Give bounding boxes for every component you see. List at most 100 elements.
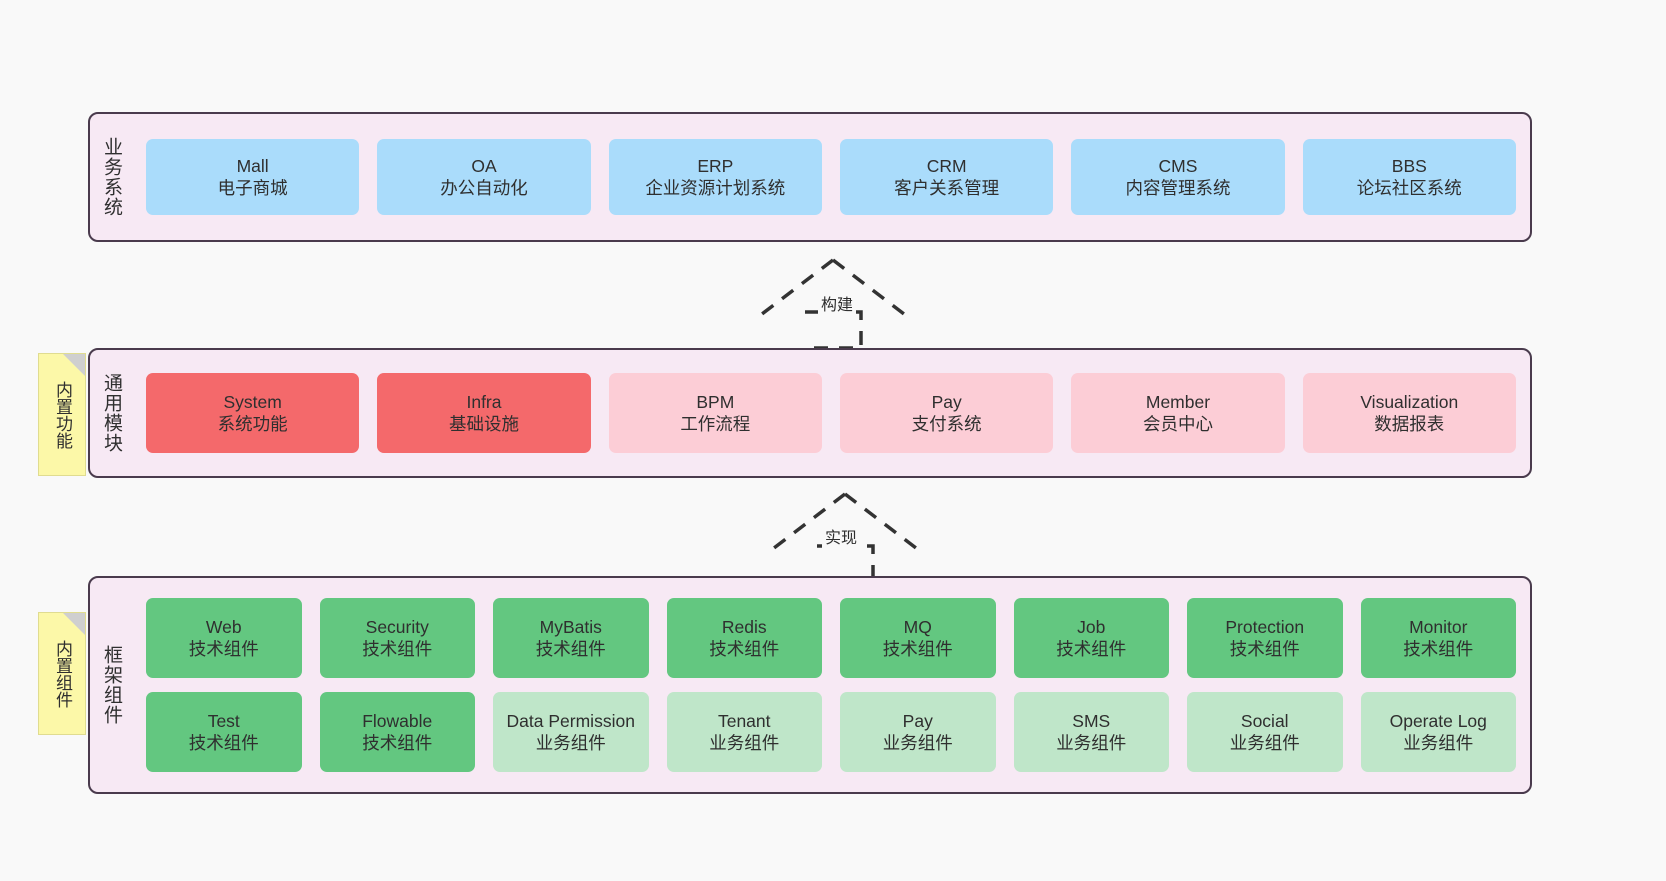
row-tech-components: Web 技术组件 Security 技术组件 MyBatis 技术组件 Redi… [146,598,1516,678]
node-crm[interactable]: CRM 客户关系管理 [839,139,1054,215]
row-business-systems: Mall 电子商城 OA 办公自动化 ERP 企业资源计划系统 CRM 客户关系… [146,139,1516,215]
node-bpm-cn: 工作流程 [680,414,751,434]
node-protection-en: Protection [1225,616,1305,637]
node-mq[interactable]: MQ 技术组件 [840,598,996,678]
node-monitor[interactable]: Monitor 技术组件 [1360,598,1516,678]
node-bpm[interactable]: BPM 工作流程 [608,373,822,453]
node-pay-component[interactable]: Pay 业务组件 [840,692,996,772]
node-oa-cn: 办公自动化 [440,178,528,198]
node-bpm-en: BPM [696,391,735,412]
node-operate-log-cn: 业务组件 [1403,733,1474,753]
node-oa[interactable]: OA 办公自动化 [377,139,591,215]
node-flowable-en: Flowable [362,710,433,731]
note-builtin-components-label: 内置组件 [53,639,73,708]
node-crm-en: CRM [926,155,967,176]
node-pay-component-cn: 业务组件 [882,733,953,753]
node-redis-cn: 技术组件 [709,639,780,659]
node-mybatis-en: MyBatis [539,616,602,637]
node-monitor-en: Monitor [1409,616,1468,637]
node-bbs[interactable]: BBS 论坛社区系统 [1302,139,1516,215]
node-infra[interactable]: Infra 基础设施 [377,373,591,453]
note-builtin-features: 内置功能 [38,353,86,476]
node-web[interactable]: Web 技术组件 [146,598,302,678]
layer-common-module: 通用模块 System 系统功能 Infra 基础设施 BPM 工作流程 Pay… [88,348,1532,478]
node-data-permission[interactable]: Data Permission 业务组件 [493,692,649,772]
layer-title-framework-component: 框架组件 [100,645,122,725]
node-system-en: System [223,391,282,412]
node-redis[interactable]: Redis 技术组件 [666,598,822,678]
node-bbs-cn: 论坛社区系统 [1356,178,1462,198]
node-sms-cn: 业务组件 [1056,733,1127,753]
node-sms[interactable]: SMS 业务组件 [1013,692,1169,772]
layer-framework-component: 框架组件 Web 技术组件 Security 技术组件 MyBatis 技术组件… [88,576,1532,794]
node-oa-en: OA [471,155,497,176]
node-flowable-cn: 技术组件 [362,733,433,753]
node-visualization[interactable]: Visualization 数据报表 [1302,373,1516,453]
node-protection[interactable]: Protection 技术组件 [1187,598,1343,678]
node-visualization-en: Visualization [1360,391,1459,412]
layer-title-common-module: 通用模块 [100,373,122,453]
node-infra-cn: 基础设施 [448,414,519,434]
node-data-permission-en: Data Permission [506,710,635,731]
layer-body-business-system: Mall 电子商城 OA 办公自动化 ERP 企业资源计划系统 CRM 客户关系… [132,114,1530,240]
node-job-cn: 技术组件 [1056,639,1127,659]
node-pay-module-cn: 支付系统 [911,414,982,434]
layer-body-framework-component: Web 技术组件 Security 技术组件 MyBatis 技术组件 Redi… [132,578,1530,792]
node-system[interactable]: System 系统功能 [146,373,360,453]
node-tenant-cn: 业务组件 [709,733,780,753]
node-flowable[interactable]: Flowable 技术组件 [319,692,475,772]
node-crm-cn: 客户关系管理 [894,178,1000,198]
node-social-en: Social [1240,710,1289,731]
node-cms-cn: 内容管理系统 [1125,178,1231,198]
node-erp[interactable]: ERP 企业资源计划系统 [608,139,822,215]
node-security-cn: 技术组件 [362,639,433,659]
node-sms-en: SMS [1072,710,1111,731]
node-web-en: Web [205,616,242,637]
connector-build-label: 构建 [818,291,857,315]
node-tenant-en: Tenant [717,710,771,731]
node-mall-cn: 电子商城 [217,178,288,198]
node-social-cn: 业务组件 [1229,733,1300,753]
node-visualization-cn: 数据报表 [1374,414,1445,434]
node-mq-en: MQ [903,616,932,637]
node-erp-en: ERP [697,155,734,176]
node-bbs-en: BBS [1391,155,1427,176]
node-security[interactable]: Security 技术组件 [319,598,475,678]
node-pay-component-en: Pay [902,710,933,731]
node-tenant[interactable]: Tenant 业务组件 [666,692,822,772]
note-builtin-components: 内置组件 [38,612,86,735]
node-web-cn: 技术组件 [188,639,259,659]
node-member-en: Member [1145,391,1211,412]
layer-body-common-module: System 系统功能 Infra 基础设施 BPM 工作流程 Pay 支付系统… [132,350,1530,476]
node-cms-en: CMS [1158,155,1198,176]
node-mall[interactable]: Mall 电子商城 [146,139,360,215]
node-infra-en: Infra [466,391,502,412]
node-member-cn: 会员中心 [1142,414,1213,434]
node-member[interactable]: Member 会员中心 [1071,373,1285,453]
node-mybatis[interactable]: MyBatis 技术组件 [493,598,649,678]
node-pay-module[interactable]: Pay 支付系统 [839,373,1054,453]
node-pay-module-en: Pay [931,391,962,412]
node-job-en: Job [1077,616,1106,637]
node-job[interactable]: Job 技术组件 [1013,598,1169,678]
node-system-cn: 系统功能 [217,414,288,434]
node-social[interactable]: Social 业务组件 [1187,692,1343,772]
node-erp-cn: 企业资源计划系统 [645,178,786,198]
node-test-cn: 技术组件 [188,733,259,753]
note-fold-icon [63,613,85,635]
node-operate-log[interactable]: Operate Log 业务组件 [1360,692,1516,772]
node-monitor-cn: 技术组件 [1403,639,1474,659]
note-fold-icon [63,354,85,376]
node-test-en: Test [207,710,240,731]
node-mq-cn: 技术组件 [882,639,953,659]
node-security-en: Security [365,616,429,637]
node-data-permission-cn: 业务组件 [535,733,606,753]
layer-business-system: 业务系统 Mall 电子商城 OA 办公自动化 ERP 企业资源计划系统 CRM… [88,112,1532,242]
row-common-modules: System 系统功能 Infra 基础设施 BPM 工作流程 Pay 支付系统… [146,373,1516,453]
node-redis-en: Redis [721,616,767,637]
node-mybatis-cn: 技术组件 [535,639,606,659]
node-test[interactable]: Test 技术组件 [146,692,302,772]
node-cms[interactable]: CMS 内容管理系统 [1071,139,1285,215]
note-builtin-features-label: 内置功能 [53,380,73,449]
